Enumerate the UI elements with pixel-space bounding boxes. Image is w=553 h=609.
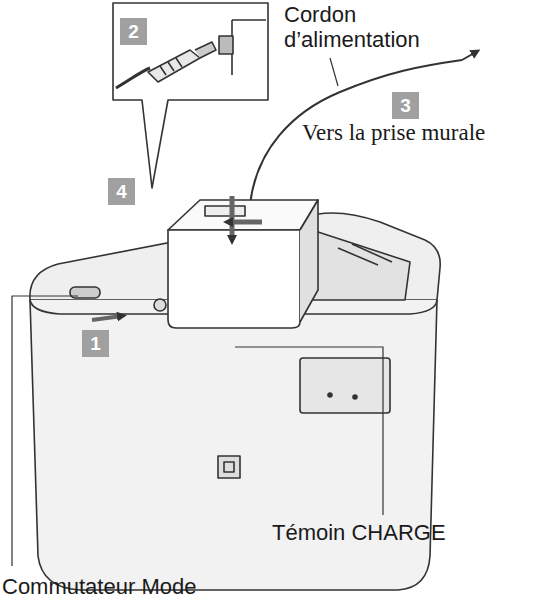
- callout-number: 3: [392, 92, 419, 119]
- part-label: Vers la prise murale: [302, 120, 485, 146]
- callout-text: 2: [128, 22, 139, 41]
- callout-number: 4: [108, 178, 135, 205]
- part-label: Commutateur Mode: [2, 574, 196, 599]
- callout-text: 4: [116, 182, 127, 201]
- callout-text: 1: [90, 334, 101, 353]
- callout-text: 3: [400, 96, 411, 115]
- part-label: Cordon d’alimentation: [284, 2, 474, 53]
- part-label: Témoin CHARGE: [272, 520, 446, 545]
- callout-number: 2: [120, 18, 147, 45]
- callout-number: 1: [82, 330, 109, 357]
